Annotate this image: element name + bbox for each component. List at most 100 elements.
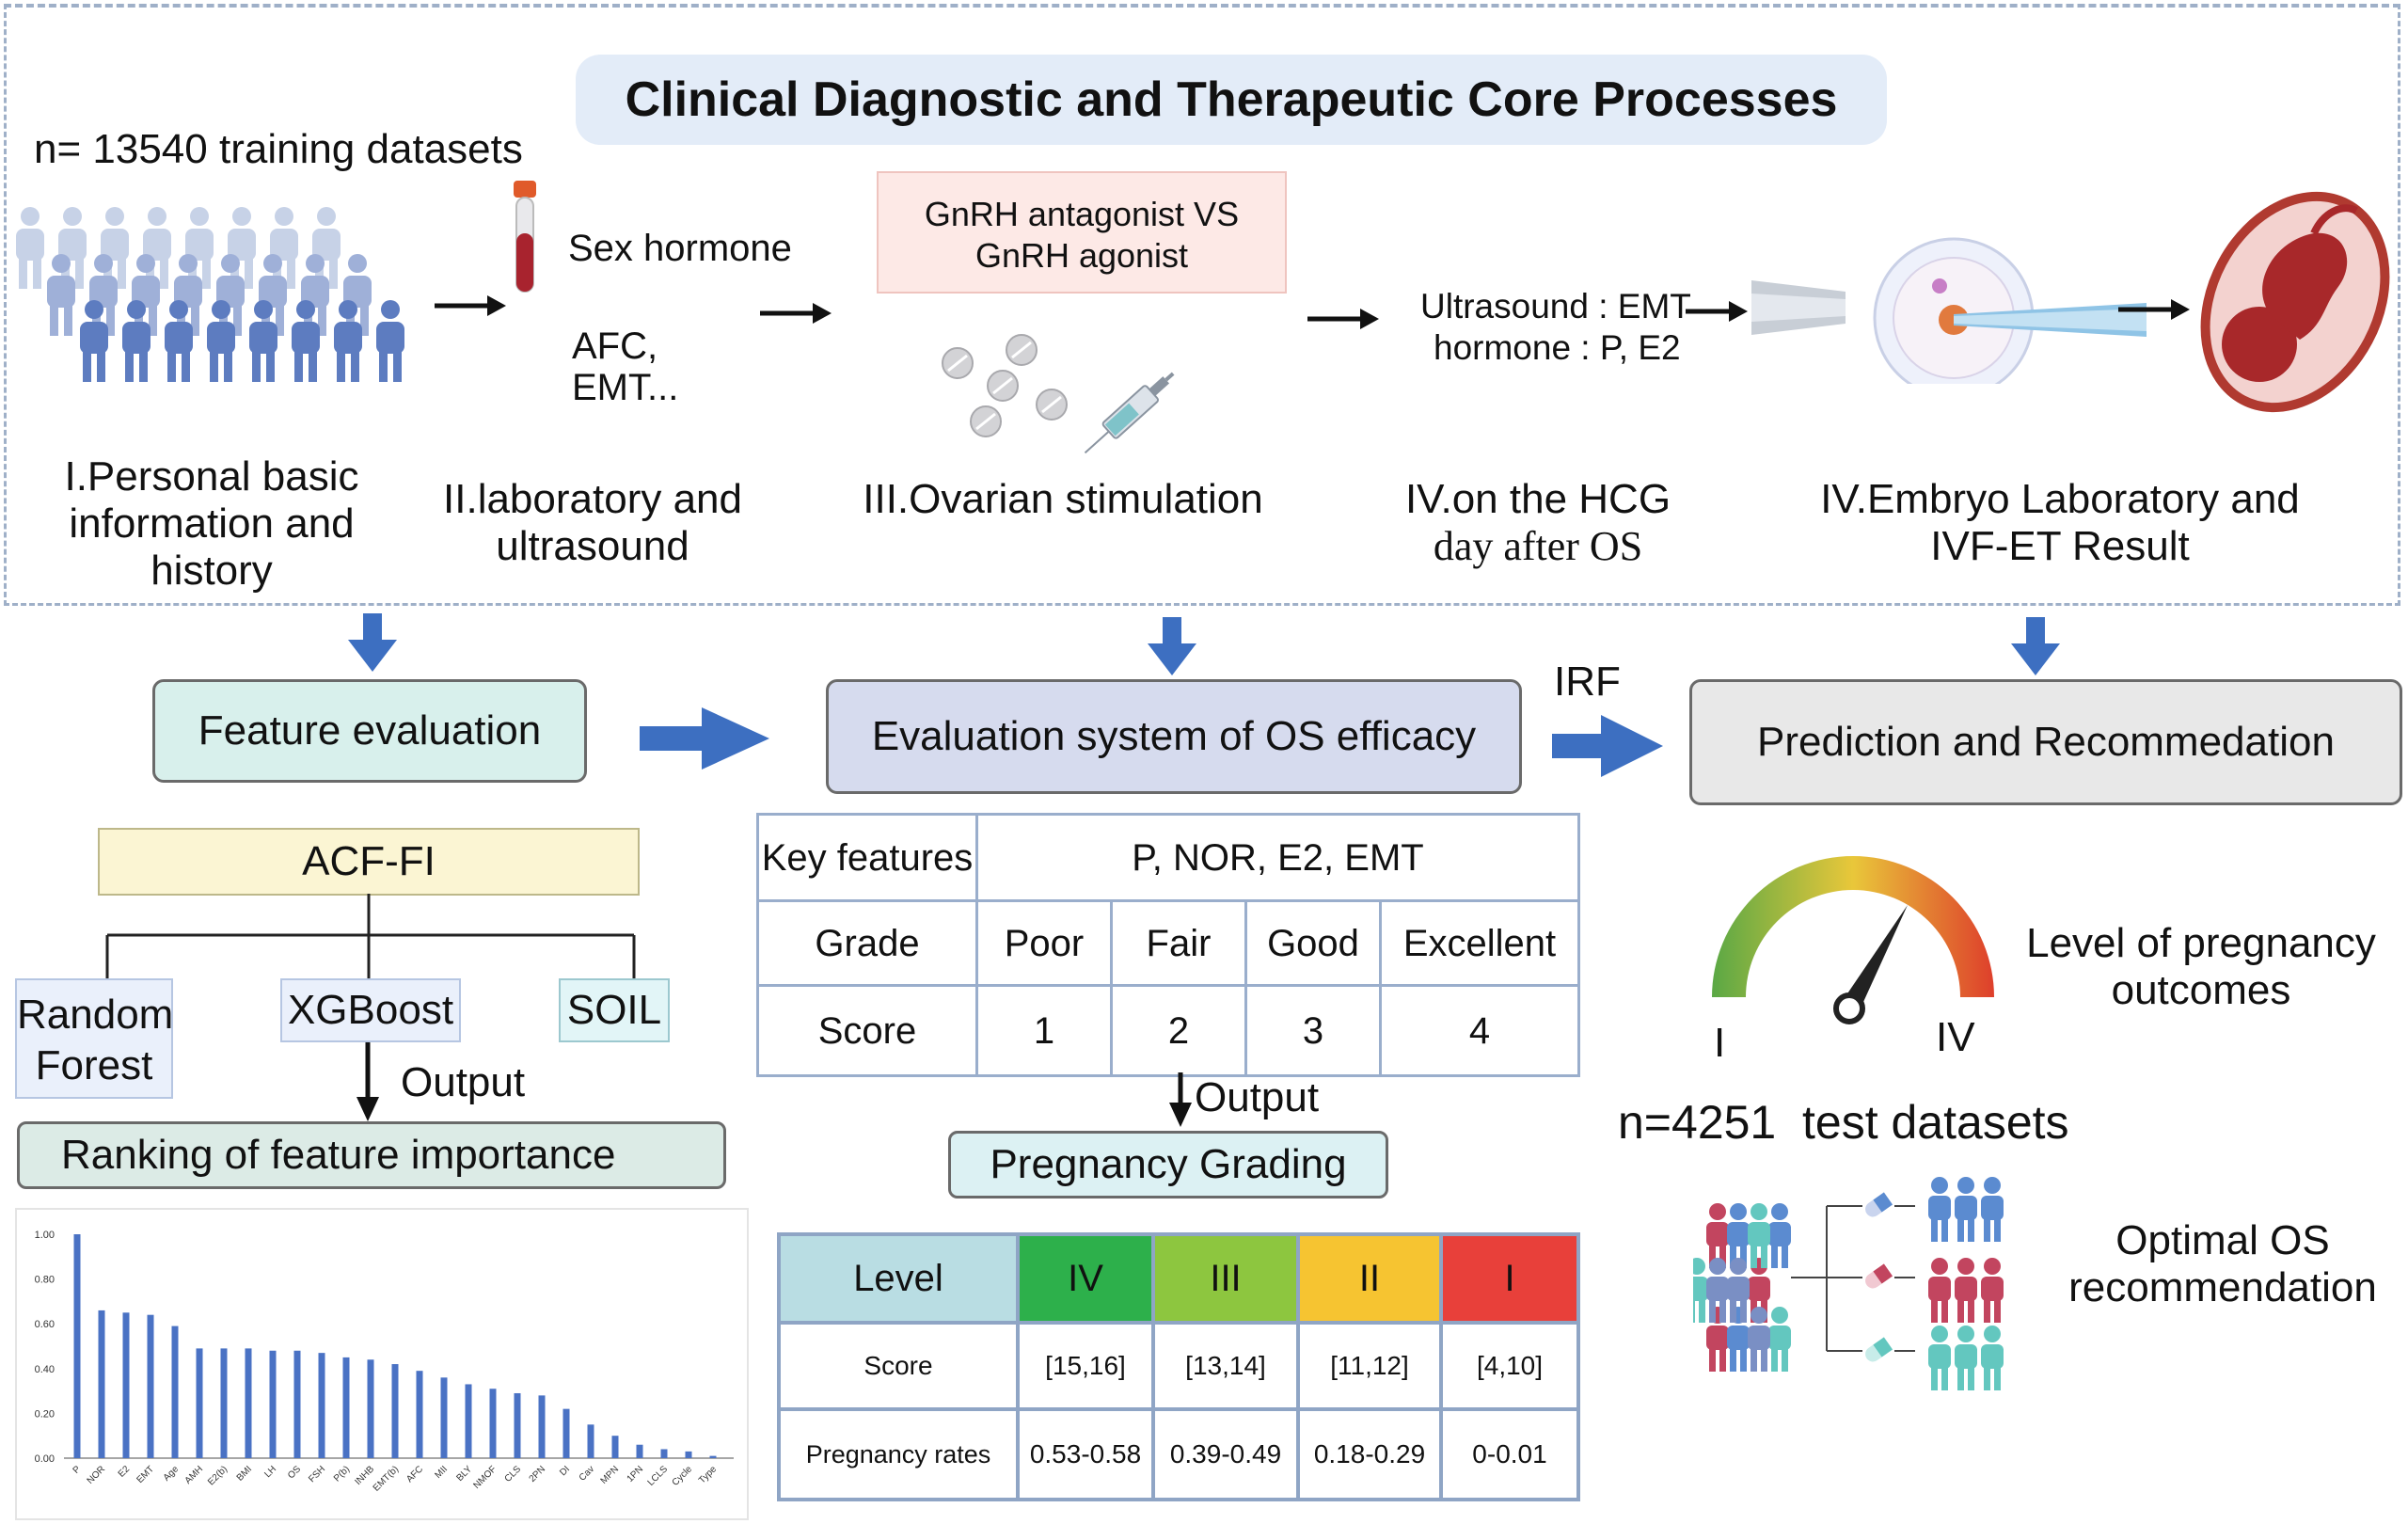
x-tick-label: AMH — [183, 1464, 206, 1486]
rates-header: Pregnancy rates — [777, 1407, 1020, 1501]
stage-4-line2: day after OS — [1433, 523, 1643, 569]
rate-cell: 0.53-0.58 — [1016, 1407, 1155, 1501]
bar — [562, 1408, 570, 1458]
rate-cell: 0.39-0.49 — [1151, 1407, 1300, 1501]
x-tick-label: 2PN — [528, 1464, 548, 1484]
x-tick-label: E2(b) — [206, 1464, 230, 1487]
x-tick-label: E2 — [117, 1464, 133, 1480]
ranking-label: Ranking of feature importance — [61, 1132, 616, 1178]
bar — [391, 1364, 399, 1458]
soil-label: SOIL — [566, 987, 662, 1033]
ranking-box: Ranking of feature importance — [17, 1121, 726, 1189]
level-table: Level IV III II I Score [15,16] [13,14] … — [777, 1232, 1580, 1501]
training-count: n= 13540 training datasets — [34, 126, 523, 172]
bar — [73, 1234, 81, 1458]
arrow-down-icon — [2011, 617, 2060, 675]
arrow-down-icon — [356, 1042, 379, 1121]
acf-fi-box: ACF-FI — [98, 828, 640, 896]
output-label: Output — [1195, 1074, 1320, 1120]
afc-label: AFC, — [572, 325, 658, 367]
stage-4-label: IV.on the HCG day after OS — [1364, 476, 1712, 570]
optimal-os-label: Optimal OS recommendation — [2039, 1217, 2406, 1311]
score-cell: 2 — [1110, 984, 1247, 1077]
arrow-right-blue-icon — [1552, 715, 1663, 777]
stage-5-line1: IV.Embryo Laboratory and — [1820, 476, 2300, 522]
x-tick-label: P — [71, 1464, 84, 1476]
stage-1-label: I.Personal basic information and history — [19, 453, 404, 595]
x-tick-label: EMT — [135, 1464, 156, 1485]
x-tick-label: CLS — [503, 1464, 524, 1484]
bar — [660, 1449, 668, 1458]
bar — [318, 1353, 325, 1458]
stage-3-label: III.Ovarian stimulation — [863, 476, 1263, 522]
bar — [367, 1359, 374, 1458]
evaluation-system-label: Evaluation system of OS efficacy — [871, 713, 1477, 759]
y-tick-label: 0.60 — [35, 1319, 55, 1330]
bar — [98, 1310, 105, 1458]
arrow-down-icon — [1169, 1072, 1192, 1127]
random-forest-line2: Forest — [35, 1042, 153, 1088]
score-range-cell: [15,16] — [1016, 1321, 1155, 1411]
y-tick-label: 0.80 — [35, 1275, 55, 1286]
key-features-table: Key features P, NOR, E2, EMT Grade Poor … — [756, 813, 1580, 1077]
x-tick-label: FSH — [307, 1464, 327, 1484]
feature-evaluation-box: Feature evaluation — [152, 679, 587, 783]
top-process-frame — [4, 4, 2400, 606]
test-count: n=4251 test datasets — [1618, 1096, 2069, 1149]
prediction-box: Prediction and Recommedation — [1689, 679, 2402, 805]
x-tick-label: Cycle — [671, 1464, 695, 1488]
optimal-os-line1: Optimal OS — [2115, 1217, 2330, 1263]
output-label: Output — [401, 1059, 526, 1105]
arrow-right-icon — [435, 295, 506, 316]
y-tick-label: 0.20 — [35, 1408, 55, 1420]
y-tick-label: 0.00 — [35, 1453, 55, 1465]
ultrasound-label: Ultrasound : EMT — [1420, 287, 1691, 325]
score-range-cell: [11,12] — [1296, 1321, 1443, 1411]
arrow-right-blue-icon — [640, 707, 769, 770]
key-features-header: Key features — [756, 813, 978, 902]
grade-cell: Good — [1244, 899, 1382, 987]
x-tick-label: NOR — [86, 1464, 108, 1486]
bar — [514, 1392, 521, 1458]
gnrh-box: GnRH antagonist VS GnRH agonist — [877, 171, 1287, 294]
bar — [611, 1436, 619, 1458]
sex-hormone-label: Sex hormone — [568, 228, 792, 269]
blood-tube-icon — [514, 181, 536, 293]
grade-cell: Excellent — [1379, 899, 1580, 987]
bar — [709, 1455, 717, 1458]
stage-1-line2: information and — [69, 500, 355, 547]
pregnancy-grading-box: Pregnancy Grading — [948, 1131, 1388, 1199]
bar — [465, 1384, 472, 1458]
x-tick-label: LH — [262, 1464, 278, 1480]
pregnancy-grading-label: Pregnancy Grading — [990, 1141, 1347, 1187]
key-features-value: P, NOR, E2, EMT — [975, 813, 1580, 902]
bar — [587, 1424, 594, 1458]
fetus-icon — [2200, 191, 2390, 413]
random-forest-box: Random Forest — [15, 978, 173, 1099]
optimal-os-line2: recommendation — [2068, 1264, 2377, 1310]
score-range-cell: [4,10] — [1439, 1321, 1580, 1411]
soil-box: SOIL — [559, 978, 670, 1042]
bar — [440, 1377, 448, 1458]
syringe-icon — [1084, 372, 1175, 454]
level-cell-iv: IV — [1016, 1232, 1155, 1325]
gauge-icon — [1712, 856, 1994, 1024]
x-tick-label: Cav — [578, 1464, 596, 1483]
stage-2-line1: II.laboratory and — [443, 476, 742, 522]
arrow-right-icon — [2118, 299, 2190, 320]
page-title: Clinical Diagnostic and Therapeutic Core… — [576, 55, 1887, 145]
bar — [220, 1348, 228, 1458]
emt-label: EMT... — [572, 367, 679, 408]
recommendation-people-icon — [1693, 1177, 2004, 1390]
gauge-low-label: I — [1714, 1020, 1726, 1066]
level-header: Level — [777, 1232, 1020, 1325]
rate-cell: 0.18-0.29 — [1296, 1407, 1443, 1501]
xgboost-label: XGBoost — [287, 987, 454, 1033]
stage-2-line2: ultrasound — [496, 523, 689, 569]
score-cell: 1 — [975, 984, 1113, 1077]
level-outcomes-line2: outcomes — [2111, 967, 2291, 1013]
x-tick-label: DI — [558, 1464, 572, 1478]
stage-2-label: II.laboratory and ultrasound — [404, 476, 781, 570]
y-tick-label: 1.00 — [35, 1230, 55, 1241]
